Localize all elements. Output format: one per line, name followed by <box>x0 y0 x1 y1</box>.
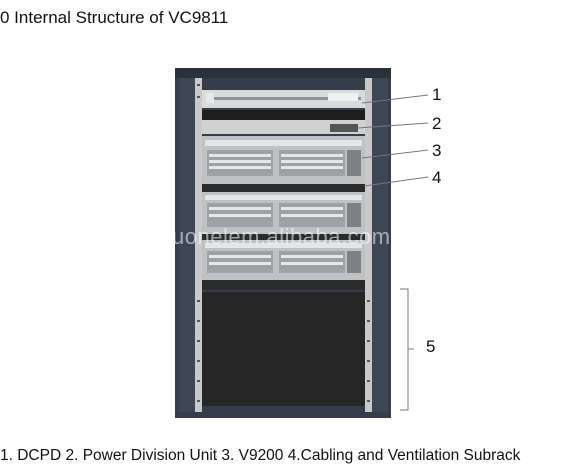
empty-bay <box>202 292 365 406</box>
callout-leaders <box>357 94 429 187</box>
power-division-front <box>202 120 365 134</box>
cabinet-left-panel <box>179 78 195 412</box>
callout-label-1: 1 <box>432 85 442 104</box>
rack-rail-right <box>365 78 372 412</box>
rack-rail-left <box>195 78 202 412</box>
diagram-title: 0 Internal Structure of VC9811 <box>0 8 229 27</box>
cabling-ventilation-subrack <box>202 184 365 192</box>
watermark-text: uonelem.alibaba.com <box>172 224 391 249</box>
power-division-unit <box>202 110 365 120</box>
callout-label-4: 4 <box>432 168 442 187</box>
cabinet-right-panel <box>372 78 388 412</box>
callout-label-5: 5 <box>426 337 436 356</box>
callout-label-2: 2 <box>432 114 442 133</box>
legend-caption: 1. DCPD 2. Power Division Unit 3. V9200 … <box>0 447 521 464</box>
cabinet-top <box>175 68 391 78</box>
callout-label-3: 3 <box>432 141 442 160</box>
v9200-subrack-middle <box>202 192 365 234</box>
callout-5-bracket <box>400 288 414 411</box>
v9200-subrack-lower <box>202 240 365 280</box>
v9200-subrack-upper <box>202 136 365 184</box>
rail-holes <box>197 84 370 402</box>
